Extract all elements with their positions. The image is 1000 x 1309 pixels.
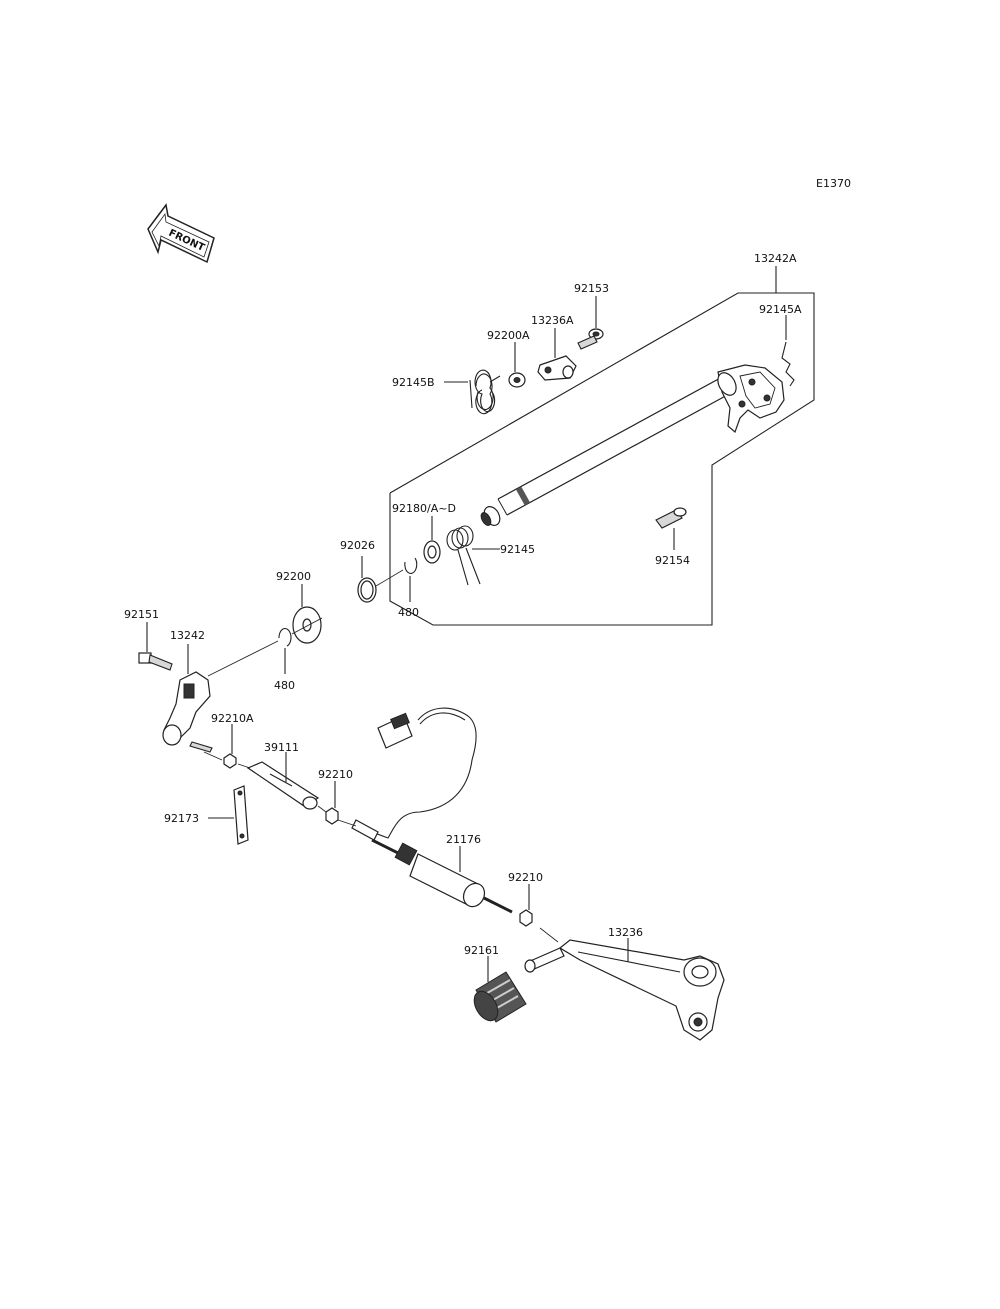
label-92210A: 92210A bbox=[211, 712, 254, 725]
spring-92145A bbox=[781, 315, 795, 387]
stud-bolt-92154 bbox=[655, 507, 687, 550]
label-92145A: 92145A bbox=[759, 303, 802, 316]
label-13242: 13242 bbox=[170, 629, 205, 642]
label-92145: 92145 bbox=[500, 543, 535, 556]
label-92200: 92200 bbox=[276, 570, 311, 583]
nut-92210A bbox=[189, 724, 237, 769]
shift-pedal-13236 bbox=[524, 927, 725, 1041]
link-plate-13236A bbox=[537, 328, 577, 381]
label-92153: 92153 bbox=[574, 282, 609, 295]
circlip-480-lower bbox=[278, 627, 292, 674]
label-480-lower: 480 bbox=[274, 679, 295, 692]
label-92180: 92180/A~D bbox=[392, 502, 456, 515]
bolt-92151 bbox=[138, 622, 173, 671]
label-13236: 13236 bbox=[608, 926, 643, 939]
pin-92173 bbox=[208, 785, 249, 845]
rod-joint-39111 bbox=[246, 752, 320, 810]
spring-92145 bbox=[446, 525, 500, 586]
sensor-21176 bbox=[371, 838, 513, 914]
circlip-92026 bbox=[357, 556, 377, 603]
washer-92200 bbox=[292, 584, 322, 644]
label-21176: 21176 bbox=[446, 833, 481, 846]
spring-92145B bbox=[444, 369, 501, 415]
assembly-bracket-13242A bbox=[389, 266, 815, 626]
nut-92210-upper bbox=[325, 781, 339, 825]
label-13236A: 13236A bbox=[531, 314, 574, 327]
label-92161: 92161 bbox=[464, 944, 499, 957]
circlip-480-upper bbox=[404, 557, 418, 602]
label-92210-lower: 92210 bbox=[508, 871, 543, 884]
label-92026: 92026 bbox=[340, 539, 375, 552]
bolt-92153 bbox=[577, 296, 604, 350]
label-92145B: 92145B bbox=[392, 376, 435, 389]
sensor-wire-21176 bbox=[351, 707, 477, 841]
shift-shaft-13242A bbox=[480, 364, 785, 526]
label-92154: 92154 bbox=[655, 554, 690, 567]
nut-92210-lower bbox=[519, 884, 533, 927]
washer-92200A bbox=[508, 342, 526, 388]
label-480-upper: 480 bbox=[398, 606, 419, 619]
diagram-code: E1370 bbox=[816, 177, 851, 190]
label-92173: 92173 bbox=[164, 812, 199, 825]
shift-lever-13242 bbox=[162, 644, 211, 746]
front-arrow-icon: FRONT bbox=[147, 203, 215, 264]
rubber-92161 bbox=[473, 956, 527, 1023]
label-13242A: 13242A bbox=[754, 252, 797, 265]
label-92200A: 92200A bbox=[487, 329, 530, 342]
label-39111: 39111 bbox=[264, 741, 299, 754]
washer-92180 bbox=[423, 516, 441, 564]
label-92210-upper: 92210 bbox=[318, 768, 353, 781]
label-92151: 92151 bbox=[124, 608, 159, 621]
